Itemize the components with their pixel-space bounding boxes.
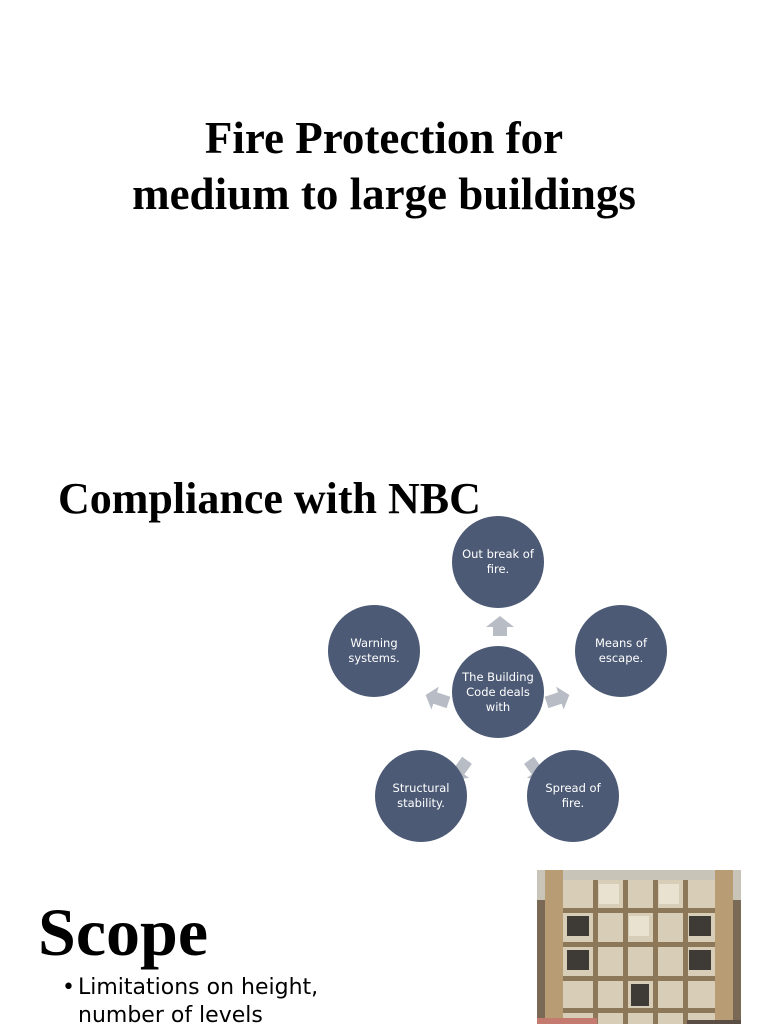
- node-structural-stability: Structural stability.: [375, 750, 467, 842]
- list-item: • Limitations on height, number of level…: [62, 974, 362, 1024]
- node-outbreak-of-fire: Out break of fire.: [452, 516, 544, 608]
- slide-scope: Scope • Limitations on height, number of…: [0, 866, 768, 1024]
- center-label: The Building Code deals with: [462, 669, 534, 714]
- arrow-left-icon: [425, 686, 451, 710]
- diagram-center-node: The Building Code deals with: [452, 646, 544, 738]
- compliance-title: Compliance with NBC: [58, 474, 481, 523]
- scope-title: Scope: [38, 894, 208, 970]
- building-atrium-photo: [537, 870, 741, 1024]
- bullet-marker: •: [62, 975, 75, 1000]
- arrow-up-icon: [486, 616, 514, 636]
- slide-title: Fire Protection for medium to large buil…: [0, 0, 768, 430]
- node-label: Means of escape.: [594, 636, 648, 665]
- title-line-2: medium to large buildings: [132, 169, 636, 219]
- bullet-text: Limitations on height, number of levels: [78, 975, 319, 1024]
- building-code-cycle-diagram: The Building Code deals with Out break o…: [320, 510, 680, 850]
- node-label: Structural stability.: [392, 781, 450, 810]
- node-warning-systems: Warning systems.: [328, 605, 420, 697]
- node-label: Out break of fire.: [462, 547, 534, 576]
- scope-bullet-list: • Limitations on height, number of level…: [62, 974, 362, 1024]
- node-means-of-escape: Means of escape.: [575, 605, 667, 697]
- node-label: Spread of fire.: [545, 781, 601, 810]
- title-line-1: Fire Protection for: [204, 113, 564, 163]
- slide-compliance: Compliance with NBC The Building Code de…: [0, 430, 768, 866]
- arrow-right-icon: [544, 686, 570, 710]
- node-label: Warning systems.: [348, 636, 400, 665]
- atrium-illustration: [537, 870, 741, 1024]
- presentation-title: Fire Protection for medium to large buil…: [0, 110, 768, 222]
- node-spread-of-fire: Spread of fire.: [527, 750, 619, 842]
